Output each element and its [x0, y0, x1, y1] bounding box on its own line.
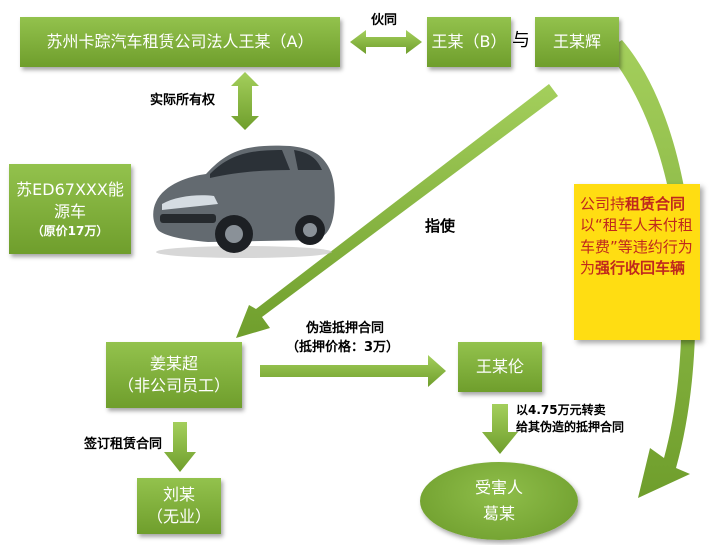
node-victim-title: 受害人	[474, 478, 523, 498]
node-wang-lun-label: 王某伦	[475, 357, 524, 377]
node-wang-b[interactable]: 王某（B）	[427, 17, 511, 67]
note-part-1: 公司持	[580, 195, 626, 213]
edge-label-resell-line2: 给其伪造的抵押合同	[516, 420, 625, 435]
edge-label-forge-line1: 伪造抵押合同	[306, 321, 385, 336]
edge-label-resell-line1: 以4.75万元转卖	[516, 403, 606, 417]
node-liu-role: （无业）	[146, 507, 211, 526]
note-part-4: 强行收回车辆	[595, 258, 686, 277]
node-company-label: 苏州卡踪汽车租赁公司法人王某（A）	[46, 32, 314, 52]
node-victim[interactable]: 受害人 葛某	[420, 462, 578, 540]
instigate-arrow	[236, 84, 558, 338]
node-liu[interactable]: 刘某 （无业）	[137, 478, 221, 534]
node-wang-lun[interactable]: 王某伦	[458, 342, 542, 392]
node-car[interactable]: 苏ED67XXX能 源车 （原价17万）	[9, 164, 131, 254]
with-text: 与	[512, 30, 530, 51]
recover-curve-arrow	[606, 40, 696, 498]
accomplice-arrow	[350, 30, 422, 54]
ownership-arrow	[231, 72, 259, 130]
node-car-line2: 源车	[53, 201, 86, 221]
edge-label-forge-line2: （抵押价格：3万）	[286, 339, 400, 355]
sign-arrow	[164, 422, 196, 472]
edge-label-sign: 签订租赁合同	[84, 437, 163, 452]
edge-label-forge: 伪造抵押合同 （抵押价格：3万）	[286, 320, 399, 358]
edge-label-ownership: 实际所有权	[150, 93, 216, 108]
node-jiang-name: 姜某超	[149, 354, 198, 374]
node-wang-hui[interactable]: 王某辉	[535, 17, 619, 67]
node-liu-name: 刘某	[162, 485, 195, 505]
node-wang-b-label: 王某（B）	[431, 32, 507, 52]
node-jiang[interactable]: 姜某超 （非公司员工）	[106, 342, 242, 408]
recovery-note: 公司持租赁合同以“租车人未付租车费”等违约行为为强行收回车辆	[574, 184, 700, 340]
note-part-2: 租赁合同	[625, 195, 686, 213]
forge-arrow	[260, 355, 446, 387]
note-part-3: 以“租车人未付租车费”等违约行为为	[580, 216, 693, 277]
edge-label-accomplice: 伙同	[371, 13, 398, 28]
node-company[interactable]: 苏州卡踪汽车租赁公司法人王某（A）	[20, 17, 340, 67]
node-victim-name: 葛某	[482, 504, 515, 523]
node-jiang-role: （非公司员工）	[117, 376, 230, 395]
resell-arrow	[482, 404, 518, 454]
car-image	[153, 145, 335, 258]
node-car-line1: 苏ED67XXX能	[16, 180, 124, 200]
edge-label-resell: 以4.75万元转卖 给其伪造的抵押合同	[516, 402, 624, 437]
edge-label-instigate: 指使	[425, 217, 456, 235]
node-car-price: （原价17万）	[31, 223, 109, 238]
node-wang-hui-label: 王某辉	[552, 32, 601, 52]
